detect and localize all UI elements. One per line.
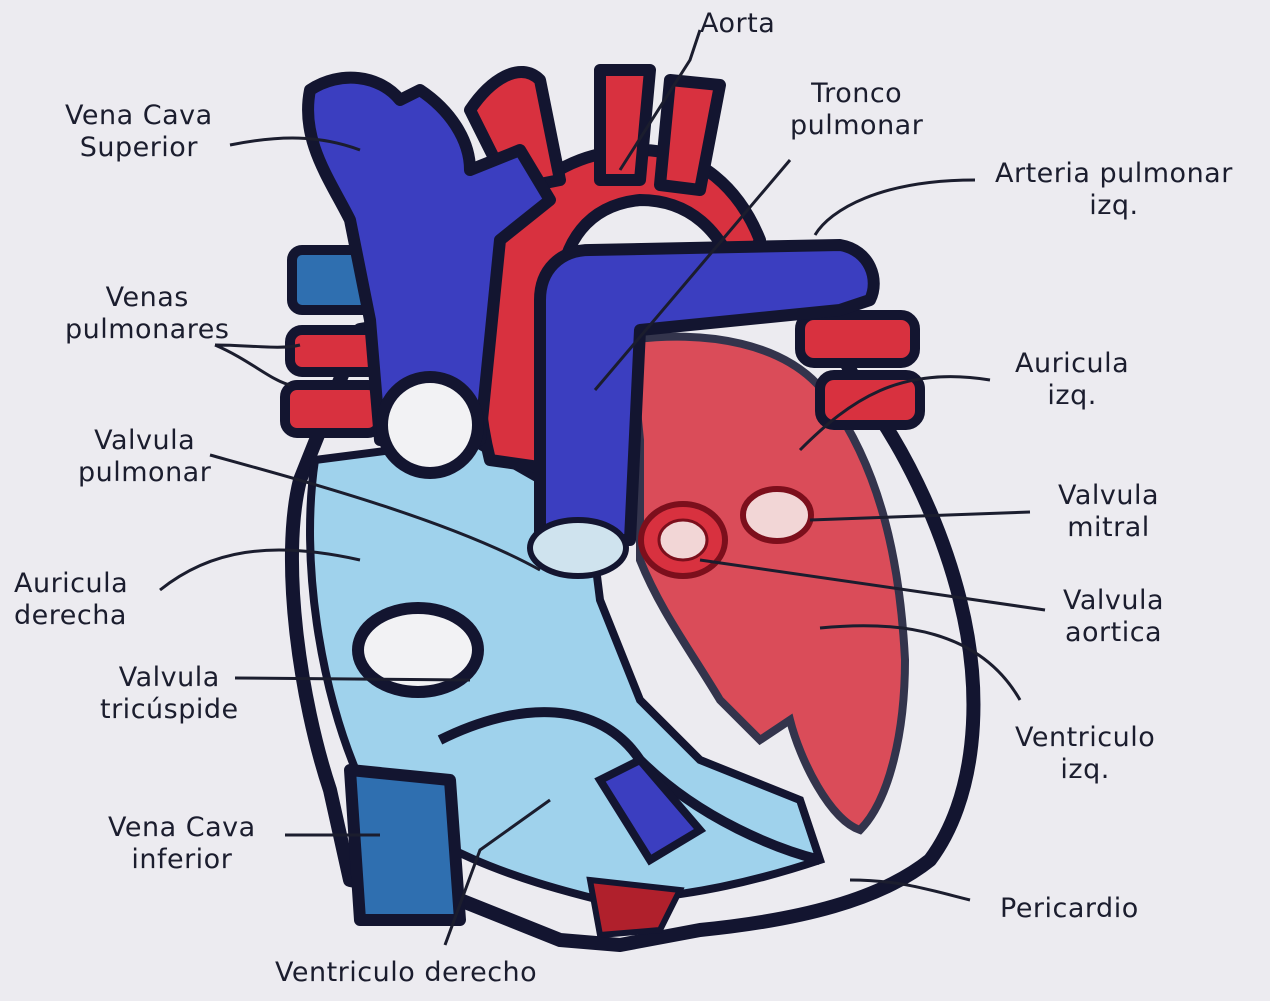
mitral-valve xyxy=(743,489,811,541)
aortic-valve-inner xyxy=(659,520,707,560)
leader-arteria xyxy=(815,180,975,235)
pulmonary-vein-right-2 xyxy=(285,385,380,433)
inferior-vena-cava xyxy=(350,770,460,920)
pulmonary-vein-left-1 xyxy=(800,315,915,363)
pulmonary-valve xyxy=(530,520,626,576)
leader-valvula-tric xyxy=(235,678,470,680)
superior-vena-cava-opening xyxy=(382,377,478,473)
label-aorta: Aorta xyxy=(700,8,775,40)
label-pericardio: Pericardio xyxy=(1000,893,1139,925)
label-ventriculo-derecho: Ventriculo derecho xyxy=(275,957,537,989)
